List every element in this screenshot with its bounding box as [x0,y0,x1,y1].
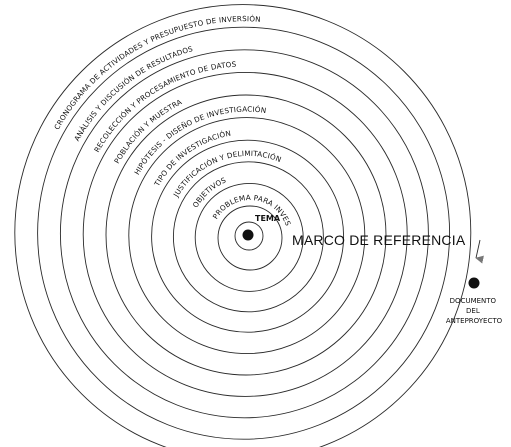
center-dot [242,229,254,241]
spiral-ring-1 [217,205,283,271]
endpoint-label-line-1: DOCUMENTO [450,297,497,305]
spiral-ring-2 [194,182,304,292]
spiral-ring-4 [151,139,345,333]
endpoint-label-line-2: DEL [466,307,480,315]
endpoint-dot [468,277,480,289]
spiral-ring-7 [82,71,408,397]
stage-label-3: JUSTIFICACIÓN Y DELIMITACIÓN [171,149,283,200]
endpoint-label: DOCUMENTO DEL ANTEPROYECTO [446,297,503,325]
spiral-tail-arrow [475,239,484,264]
endpoint-label-line-3: ANTEPROYECTO [446,317,503,325]
spiral-ring-9 [37,26,451,440]
stage-label-1: PROBLEMA PARA INVESTIGAR [0,0,293,227]
spiral-ring-5 [128,117,366,355]
spiral-ring-8 [59,49,429,419]
spiral-ring-inner [234,221,264,251]
diagram-title: MARCO DE REFERENCIA [292,232,466,248]
spiral-ring-6 [105,94,387,376]
spiral-rings [14,4,472,447]
spiral-ring-3 [172,161,324,313]
spiral-ring-10 [14,4,472,447]
stage-labels: PROBLEMA PARA INVESTIGAROBJETIVOSJUSTIFI… [0,0,293,227]
center-label: TEMA [255,214,281,223]
